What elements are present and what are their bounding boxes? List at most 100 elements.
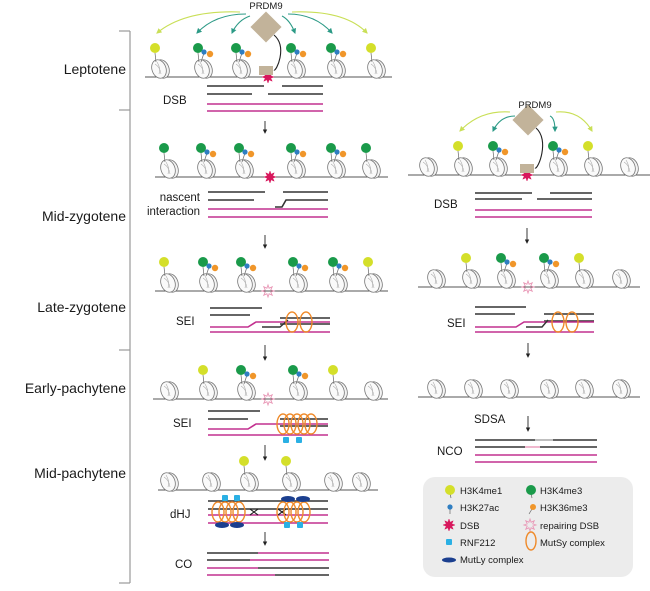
nucleosome <box>575 269 594 289</box>
nucleosome-texture <box>422 159 430 173</box>
nucleosome <box>202 472 221 492</box>
nucleosome <box>612 269 631 289</box>
h3k27ac-icon <box>242 149 248 155</box>
prdm9-label-left: PRDM9 <box>249 1 282 12</box>
h3k27ac-icon <box>206 263 212 269</box>
right-step-label-nco: NCO <box>437 446 463 458</box>
h3k4me1-icon <box>583 141 593 151</box>
nucleosome <box>364 273 383 293</box>
nucleosome <box>237 273 256 293</box>
mutsy-complex-icon <box>283 501 297 523</box>
nucleosome-texture <box>240 383 248 397</box>
nucleosome <box>540 379 559 399</box>
histone-mark-h3k4me1 <box>461 253 471 273</box>
nucleosome <box>327 159 346 179</box>
step-leptotene <box>145 11 392 134</box>
chromatin-fiber <box>408 141 650 182</box>
h3k4me3-icon <box>193 43 203 53</box>
histone-mark-h3k4me3+ <box>539 253 560 273</box>
h3k36me3-icon <box>211 264 219 272</box>
right-step-sei <box>418 253 640 358</box>
h3k4me3-icon <box>326 143 336 153</box>
h3k27ac-icon <box>204 149 210 155</box>
repairing-dsb-icon <box>260 283 276 299</box>
nucleosome-texture <box>290 61 298 75</box>
stage-label-late-zygotene: Late-zygotene <box>37 299 126 315</box>
h3k27ac-icon <box>244 263 250 269</box>
histone-mark-h3k4me3 <box>361 143 371 163</box>
h3k27ac-icon <box>496 147 502 153</box>
mark-stem <box>202 266 205 277</box>
nucleosome-texture <box>370 61 378 75</box>
h3k27ac-icon <box>296 371 302 377</box>
mark-stem <box>285 465 288 476</box>
left-pathway <box>145 11 392 576</box>
mark-stem <box>332 266 335 277</box>
mutsy-complex-icon <box>276 413 290 435</box>
nucleosome-texture <box>615 381 623 395</box>
step-mid-zygotene <box>155 143 388 249</box>
h3k4me3-icon <box>496 253 506 263</box>
mutly-complex-icon <box>281 496 295 502</box>
h3k4me1-icon <box>453 141 463 151</box>
rnf212-icon <box>284 522 290 528</box>
nucleosome-texture <box>500 271 508 285</box>
nucleosome-texture <box>543 271 551 285</box>
step-label-sei-1: SEI <box>176 316 195 328</box>
mutsy-complex-icon <box>225 501 239 523</box>
nucleosome-texture <box>430 381 438 395</box>
stage-label-mid-zygotene: Mid-zygotene <box>42 208 126 224</box>
h3k4me1-icon <box>150 43 160 53</box>
nucleosome-texture <box>200 161 208 175</box>
mutsy-complex-icon <box>551 311 565 333</box>
nucleosome <box>464 379 483 399</box>
mark-stem <box>200 152 203 163</box>
mark-stem <box>332 374 335 385</box>
repairing-dsb-icon <box>520 279 536 295</box>
mark-stem <box>197 52 200 63</box>
h3k4me3-icon <box>286 43 296 53</box>
legend-label-h3k4me1: H3K4me1 <box>460 486 502 497</box>
h3k36me3-icon <box>339 50 347 58</box>
histone-mark-h3k4me1 <box>366 43 376 63</box>
nucleosome-texture <box>163 383 171 397</box>
prdm9-tether <box>273 34 282 71</box>
h3k4me3-icon <box>286 143 296 153</box>
h3k27ac-icon <box>556 147 562 153</box>
nucleosome <box>324 472 343 492</box>
nucleosome-texture <box>290 161 298 175</box>
legend-label-mutly: MutLy complex <box>460 555 524 566</box>
dsb-icon <box>442 518 456 532</box>
nucleosome <box>237 381 256 401</box>
nucleosome <box>232 59 251 79</box>
mark-stem <box>243 465 246 476</box>
holliday-junction <box>249 508 287 516</box>
stage-bracket <box>119 30 131 584</box>
h3k4me3-icon <box>288 257 298 267</box>
mutsy-complex-icon <box>285 311 299 333</box>
legend-label-dsb: DSB <box>460 521 480 532</box>
step-crossover <box>207 552 329 576</box>
legend-swatches <box>442 485 538 563</box>
h3k27ac-icon <box>504 259 510 265</box>
h3k4me3-icon <box>231 43 241 53</box>
histone-mark-h3k4me3+ <box>326 43 347 63</box>
histone-mark-h3k4me3+ <box>286 43 307 63</box>
nucleosome <box>427 379 446 399</box>
prdm9-targeting-arrow <box>555 111 593 132</box>
histone-mark-h3k4me3+ <box>236 365 257 385</box>
h3k36me3-legend-icon <box>530 504 536 510</box>
mark-stem <box>240 266 243 277</box>
h3k36me3-icon <box>247 150 255 158</box>
h3k4me3-icon <box>288 365 298 375</box>
nucleosome-texture <box>330 61 338 75</box>
h3k36me3-icon <box>501 148 509 156</box>
rnf212-icon <box>234 495 240 501</box>
nucleosome <box>362 159 381 179</box>
mark-stem <box>552 150 555 161</box>
histone-mark-h3k4me3+ <box>326 143 347 163</box>
nucleosome-texture <box>503 381 511 395</box>
prdm9-anchor <box>259 66 273 75</box>
prdm9-targeting-arrow <box>287 13 333 34</box>
h3k27ac-icon <box>294 49 300 55</box>
